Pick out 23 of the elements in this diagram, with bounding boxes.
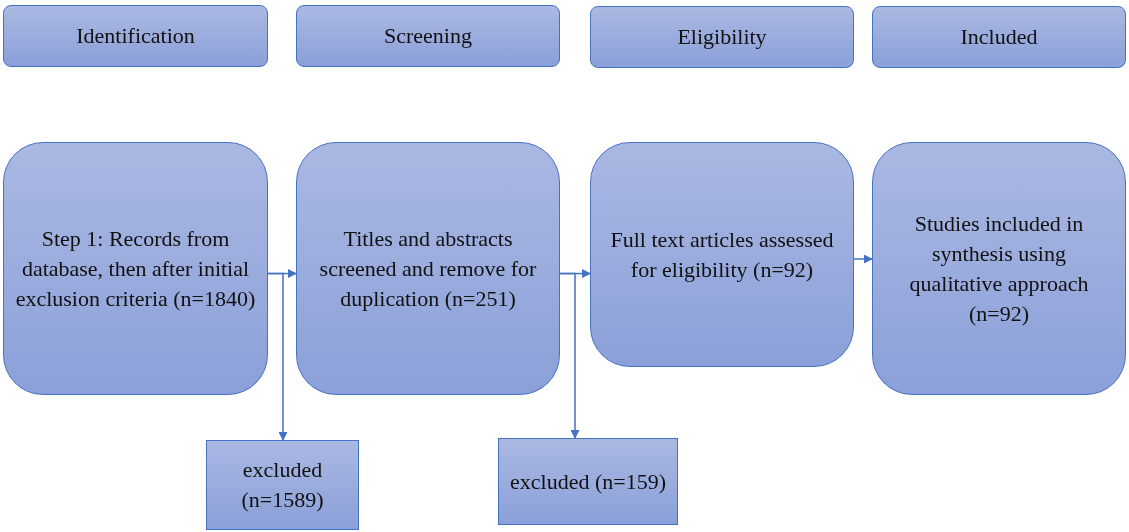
excluded-box: [206, 440, 359, 530]
excluded-box: [498, 438, 678, 525]
stage-header: [3, 5, 268, 67]
arrow: [853, 254, 873, 264]
node-text: Studies included in synthesis using qualitative approach (n=92): [908, 209, 1090, 328]
node-text: Identification: [75, 22, 196, 50]
process-box: [296, 142, 560, 395]
process-box: [872, 142, 1126, 395]
process-box: [590, 142, 854, 367]
arrow: [267, 272, 288, 441]
node-text: excluded (n=159): [509, 467, 667, 496]
stage-header: [296, 5, 560, 67]
process-box: [3, 142, 268, 395]
stage-header: [872, 6, 1126, 68]
node-text: Included: [959, 23, 1039, 51]
stage-header: [590, 6, 854, 68]
node-text: Titles and abstracts screened and remove for duplication (n=251): [318, 224, 538, 313]
node-text: Step 1: Records from database, then after initial exclusion criteria (n=1840): [14, 224, 257, 313]
arrow: [559, 272, 580, 439]
node-text: Screening: [383, 22, 473, 50]
node-text: Full text articles assessed for eligibility (n=92): [609, 225, 835, 284]
node-text: excluded (n=1589): [240, 456, 325, 514]
node-text: Eligibility: [676, 23, 768, 51]
